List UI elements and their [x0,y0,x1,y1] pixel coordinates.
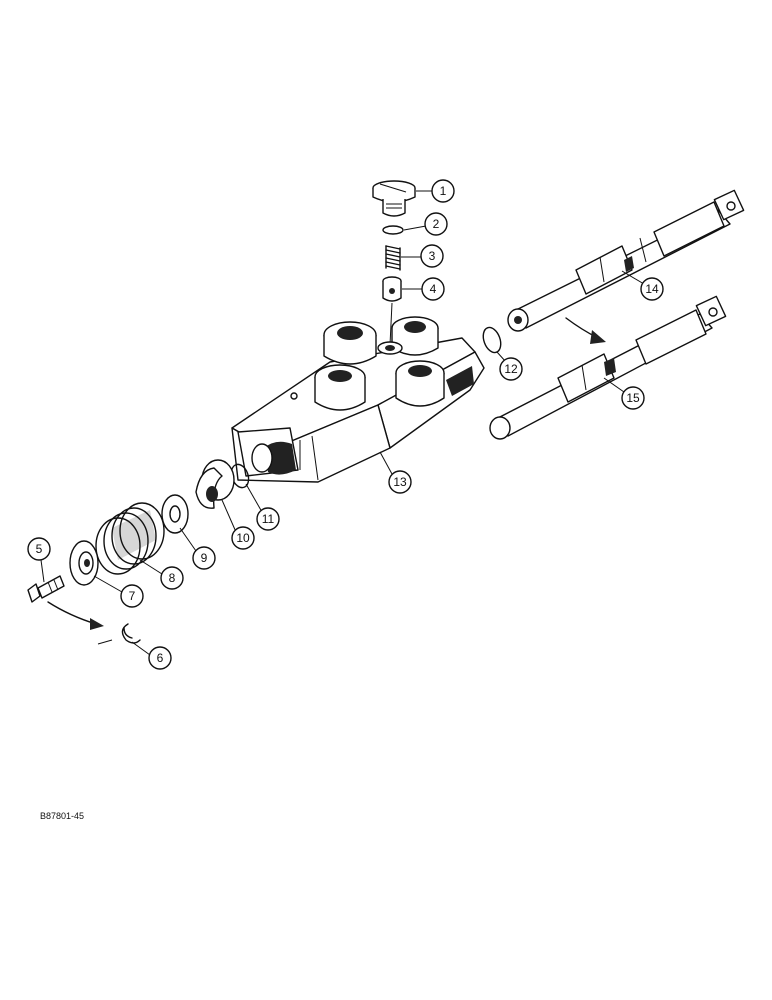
callout-13: 13 [388,470,412,494]
svg-text:9: 9 [201,551,208,565]
rotation-arrow-clip [47,601,97,625]
svg-text:5: 5 [36,542,43,556]
svg-text:12: 12 [504,362,518,376]
callout-1: 1 [431,179,455,203]
callout-15: 15 [621,386,645,410]
svg-text:6: 6 [157,651,164,665]
figure-reference: B87801-45 [40,811,84,821]
svg-text:11: 11 [262,512,275,526]
part-15-spool [489,295,727,440]
rotation-arrowhead-clip [90,618,104,630]
part-10-spacer [195,459,235,509]
svg-text:7: 7 [129,589,136,603]
callout-9: 9 [192,546,216,570]
part-4-poppet [382,276,402,302]
part-6-e-clip [97,623,141,645]
svg-text:14: 14 [645,282,659,296]
part-12-o-ring [482,326,502,354]
svg-text:8: 8 [169,571,176,585]
callout-3: 3 [420,244,444,268]
axis-line-top [389,302,393,346]
part-14-spool [507,189,745,332]
part-3-spring [385,245,401,271]
callout-4: 4 [421,277,445,301]
callout-2: 2 [424,212,448,236]
callout-7: 7 [120,584,144,608]
leader-lines [40,190,645,656]
part-1-plug [372,180,416,217]
svg-text:1: 1 [440,184,447,198]
callout-11: 11 [256,507,280,531]
svg-text:3: 3 [429,249,436,263]
callout-10: 10 [231,526,255,550]
part-13-valve-body [231,316,485,483]
part-8-spring [95,502,165,575]
svg-text:13: 13 [393,475,407,489]
part-5-bolt [27,575,65,603]
svg-text:15: 15 [626,391,640,405]
rotation-arrowhead-spools [590,330,606,344]
svg-text:10: 10 [236,531,250,545]
part-2-o-ring [382,225,404,235]
svg-text:4: 4 [430,282,437,296]
callout-5: 5 [27,537,51,561]
callout-8: 8 [160,566,184,590]
part-9-washer [161,494,189,534]
callout-14: 14 [640,277,664,301]
svg-text:2: 2 [433,217,440,231]
part-7-cup-washer [69,540,99,586]
callout-12: 12 [499,357,523,381]
callout-6: 6 [148,646,172,670]
